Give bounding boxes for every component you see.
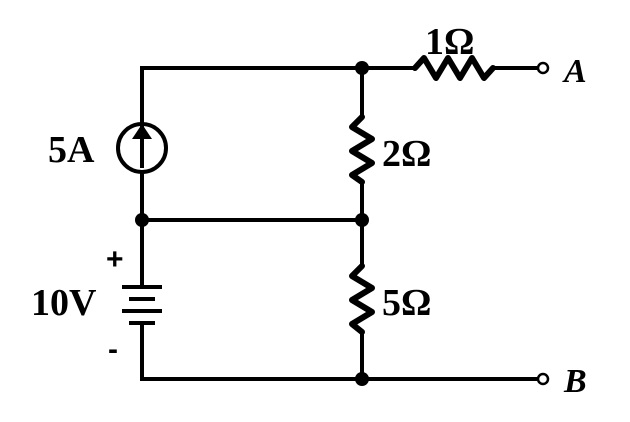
node-bottom-right bbox=[355, 372, 369, 386]
terminal-a-label: A bbox=[562, 53, 587, 90]
label-5-ohm: 5Ω bbox=[382, 282, 431, 324]
battery-minus-sign: - bbox=[108, 333, 118, 366]
terminal-a-circle bbox=[536, 61, 550, 75]
label-2-ohm: 2Ω bbox=[382, 133, 431, 175]
label-5a: 5A bbox=[48, 129, 95, 171]
terminal-b-label: B bbox=[563, 363, 587, 400]
resistor-1-ohm bbox=[412, 55, 496, 81]
battery-plus-sign: + bbox=[106, 243, 124, 276]
resistor-2-ohm bbox=[349, 114, 375, 185]
node-middle-left bbox=[135, 213, 149, 227]
label-1-ohm: 1Ω bbox=[425, 21, 474, 63]
current-source-arrowhead bbox=[132, 124, 152, 139]
resistor-5-ohm bbox=[349, 263, 375, 335]
node-top-right bbox=[355, 61, 369, 75]
node-middle-right bbox=[355, 213, 369, 227]
terminal-b-circle bbox=[536, 372, 550, 386]
label-10v: 10V bbox=[31, 282, 97, 324]
